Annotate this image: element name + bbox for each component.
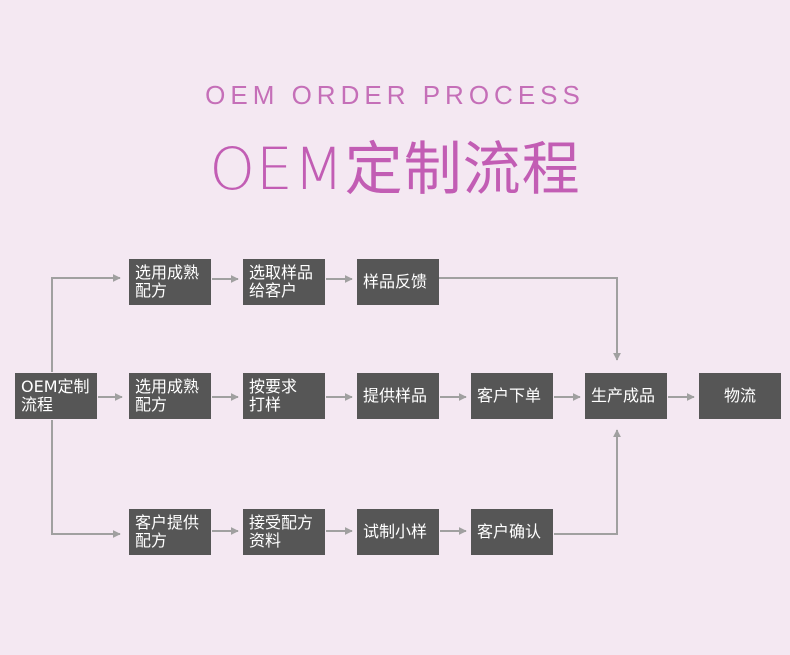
mid-step-5-production: 生产成品 [585, 373, 667, 419]
subtitle: OEM ORDER PROCESS [205, 80, 585, 110]
bot-step-3: 试制小样 [357, 509, 439, 555]
mid-step-6-logistics: 物流 [699, 373, 781, 419]
top-step-3: 样品反馈 [357, 259, 439, 305]
bot-step-4: 客户确认 [471, 509, 553, 555]
page-title: OEM定制流程 [209, 135, 581, 203]
branch-down-arrow [51, 420, 121, 538]
top-step-2: 选取样品 给客户 [243, 259, 325, 305]
top-to-production-arrow [438, 277, 621, 361]
bottom-to-production-arrow [554, 429, 621, 535]
branch-up-arrow [51, 274, 121, 372]
start-node: OEM定制 流程 [15, 373, 97, 419]
mid-step-2: 按要求 打样 [243, 373, 325, 419]
mid-step-3: 提供样品 [357, 373, 439, 419]
bot-step-1: 客户提供 配方 [129, 509, 211, 555]
mid-step-1: 选用成熟 配方 [129, 373, 211, 419]
top-step-1: 选用成熟 配方 [129, 259, 211, 305]
mid-step-4: 客户下单 [471, 373, 553, 419]
bot-step-2: 接受配方 资料 [243, 509, 325, 555]
